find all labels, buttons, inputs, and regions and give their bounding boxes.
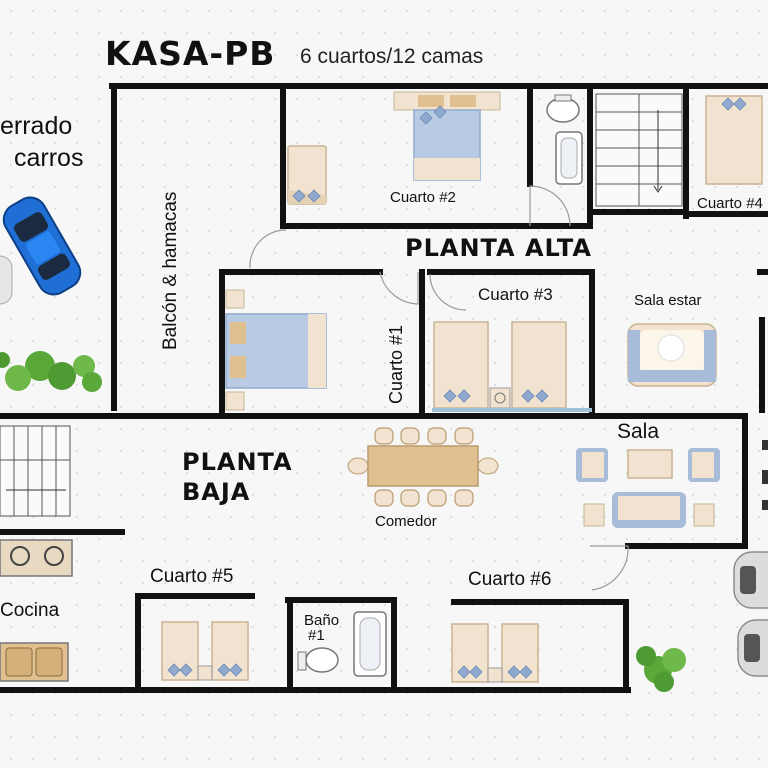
- bano1-furniture: [297, 611, 387, 677]
- room-sala-estar: Sala estar: [634, 292, 702, 309]
- cuarto3-furniture: [432, 321, 592, 412]
- room-cuarto1: Cuarto #1: [386, 324, 406, 404]
- room-cuarto5: Cuarto #5: [150, 566, 234, 587]
- sala-estar-sofa: [627, 323, 717, 387]
- page-subtitle: 6 cuartos/12 camas: [300, 45, 484, 68]
- comedor-table: [347, 427, 499, 507]
- room-balcony: Balcón & hamacas: [160, 191, 181, 350]
- cocina-furniture: [0, 539, 73, 682]
- right-marks: [762, 440, 768, 510]
- cuarto6-furniture: [451, 623, 539, 683]
- parking-label-2: carros: [14, 144, 84, 172]
- floor-label-upper: PLANTA ALTA: [405, 234, 592, 262]
- room-cuarto3: Cuarto #3: [478, 285, 553, 304]
- stairs-upper: [595, 93, 683, 207]
- cuarto5-furniture: [161, 621, 249, 681]
- room-sala: Sala: [617, 420, 660, 443]
- walls: [0, 83, 768, 693]
- room-bano-2: #1: [308, 627, 325, 644]
- car-blue-icon: [2, 196, 82, 296]
- room-cocina: Cocina: [0, 600, 60, 621]
- cuarto4-furniture: [705, 95, 763, 185]
- car-white-icon: [0, 255, 13, 305]
- room-cuarto6: Cuarto #6: [468, 569, 552, 590]
- floor-label-lower-1: PLANTA: [182, 448, 293, 476]
- room-bano-1: Baño: [304, 612, 340, 629]
- stairs-lower: [0, 425, 71, 517]
- tree-icon: [636, 646, 686, 692]
- doors: [249, 185, 629, 591]
- bushes-icon: [0, 351, 102, 392]
- floor-label-lower-2: BAJA: [182, 478, 251, 506]
- bathroom-upper: [546, 94, 583, 185]
- sala-furniture: [576, 448, 720, 528]
- room-cuarto2: Cuarto #2: [390, 189, 456, 206]
- room-cuarto4: Cuarto #4: [697, 195, 763, 212]
- room-comedor: Comedor: [375, 513, 437, 530]
- cuarto2-furniture: [288, 91, 501, 204]
- cars-gray-icon: [733, 551, 768, 677]
- page-title: KASA-PB: [105, 34, 276, 73]
- cuarto1-furniture: [225, 289, 327, 411]
- parking-label-1: errado: [0, 112, 73, 140]
